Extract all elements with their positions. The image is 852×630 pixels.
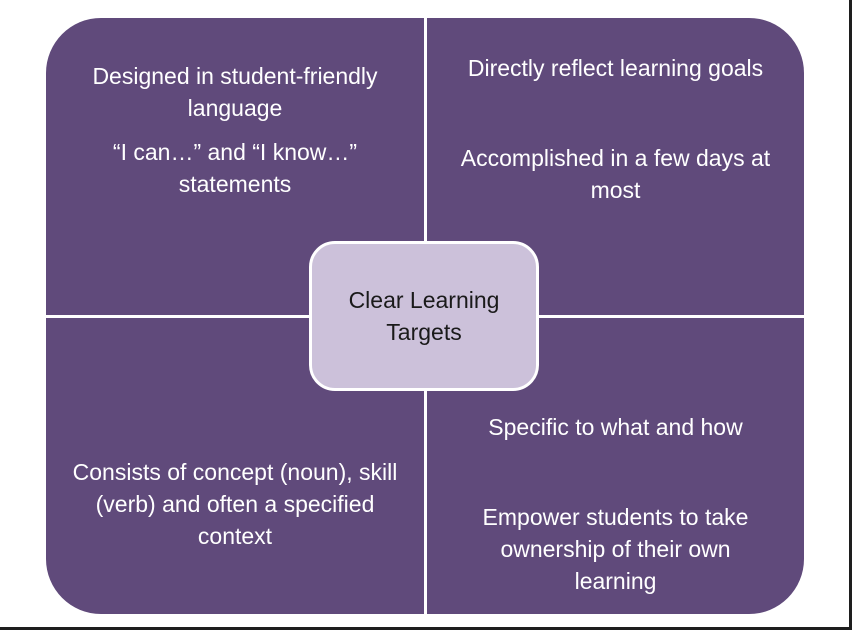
- frame-border-right: [849, 0, 852, 630]
- frame-border-bottom: [0, 627, 852, 630]
- quadrant-text: Designed in student-friendly language: [92, 63, 378, 121]
- center-label: Clear Learning Targets: [348, 287, 500, 345]
- quadrant-text: Directly reflect learning goals: [467, 55, 764, 81]
- quadrant-bottom-left: Consists of concept (noun), skill (verb)…: [46, 318, 424, 614]
- quadrant-text: “I can…” and “I know…” statements: [112, 139, 358, 197]
- quadrant-text: Accomplished in a few days at most: [460, 145, 771, 203]
- quadrant-top-left: Designed in student-friendly language “I…: [46, 18, 424, 315]
- center-box: Clear Learning Targets: [309, 241, 539, 391]
- quadrant-text: Empower students to take ownership of th…: [482, 504, 749, 594]
- quadrant-text: Specific to what and how: [488, 414, 743, 440]
- quadrant-text: Consists of concept (noun), skill (verb)…: [72, 459, 398, 549]
